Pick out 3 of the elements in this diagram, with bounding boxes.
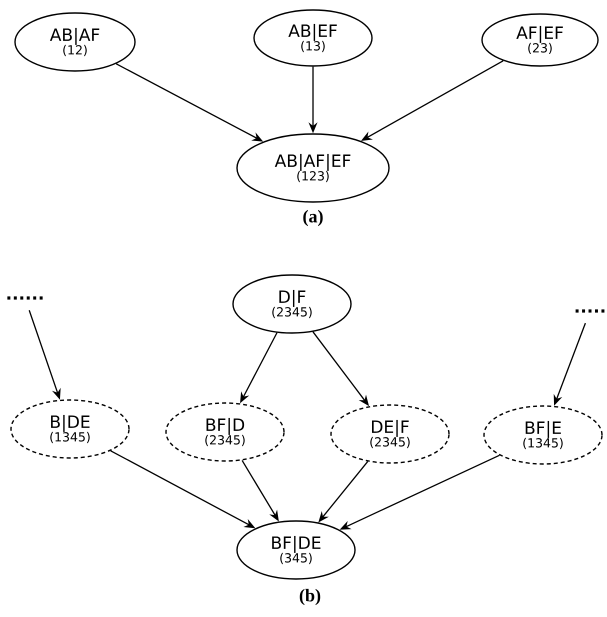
ellipsis-text: .....	[576, 309, 604, 313]
ellipsis-text: ......	[7, 296, 43, 300]
subfigure-label: (a)	[303, 210, 323, 226]
